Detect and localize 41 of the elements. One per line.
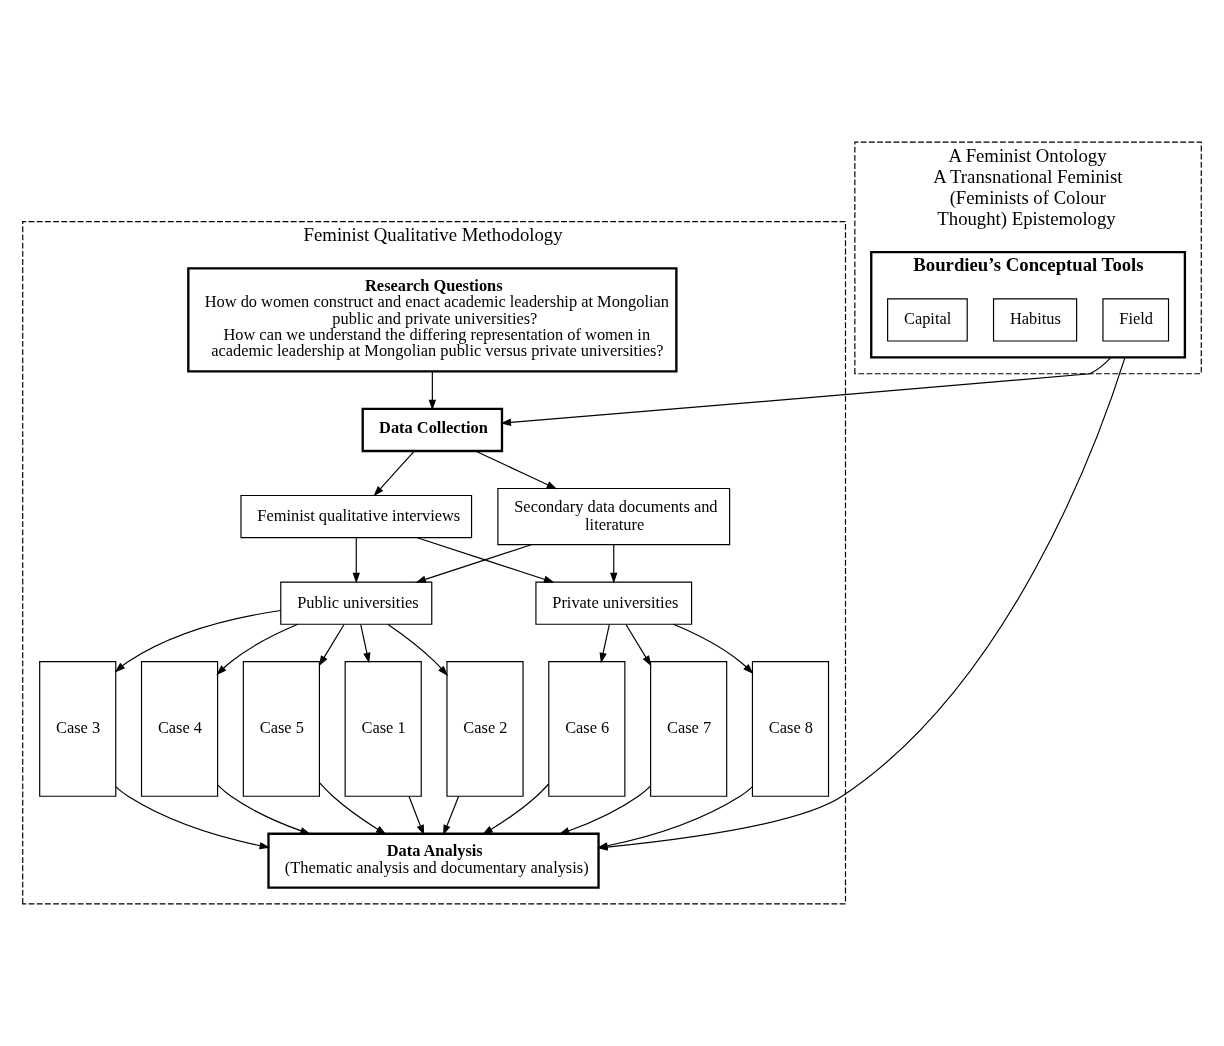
arrow [217, 784, 311, 835]
arrow [443, 795, 460, 836]
arrow [428, 370, 437, 411]
node-box: Case 6 [548, 661, 626, 797]
node-box: Case 7 [650, 661, 728, 797]
node-box: Habitus [992, 298, 1078, 342]
arrow [558, 785, 652, 835]
node-box: Case 5 [242, 661, 320, 797]
arrow [360, 624, 371, 664]
arrow [474, 450, 558, 490]
arrow [599, 624, 610, 664]
arrow [416, 537, 555, 583]
arrow [373, 450, 415, 497]
arrow [672, 623, 754, 674]
arrow [352, 537, 360, 584]
node-box: Case 1 [344, 661, 422, 797]
node-box: Research Questions How do women construct and enact academic leadership at Mongolian public and private universities? How can we understand the differing representation of women in academic leadership at Mongolian public versus private universities? [187, 267, 678, 373]
node-box: Data Analysis (Thematic analysis and documentary analysis) [267, 832, 600, 889]
node-box: Data Collection [361, 407, 504, 453]
node-box: Case 4 [140, 661, 219, 797]
node-box: Feminist qualitative interviews [240, 494, 473, 539]
arrow [625, 624, 652, 667]
node-box: Secondary data documents and literature [497, 487, 731, 546]
arrow [408, 795, 425, 836]
arrow [482, 783, 550, 835]
node-box: Capital [887, 298, 968, 342]
arrow [500, 356, 1112, 426]
node-box: Case 2 [446, 661, 524, 797]
arrow [318, 624, 345, 667]
arrow [610, 544, 618, 584]
node-box: Private universities [535, 581, 693, 625]
arrow [114, 609, 282, 673]
node-box: Case 3 [39, 661, 117, 797]
node-box: Public universities [280, 581, 433, 625]
arrow [319, 782, 387, 835]
node-box: Case 8 [751, 661, 830, 797]
arrow [216, 623, 299, 676]
arrow [387, 623, 448, 676]
arrow [115, 786, 271, 850]
arrow [415, 544, 532, 583]
node-box: Field [1102, 298, 1170, 342]
